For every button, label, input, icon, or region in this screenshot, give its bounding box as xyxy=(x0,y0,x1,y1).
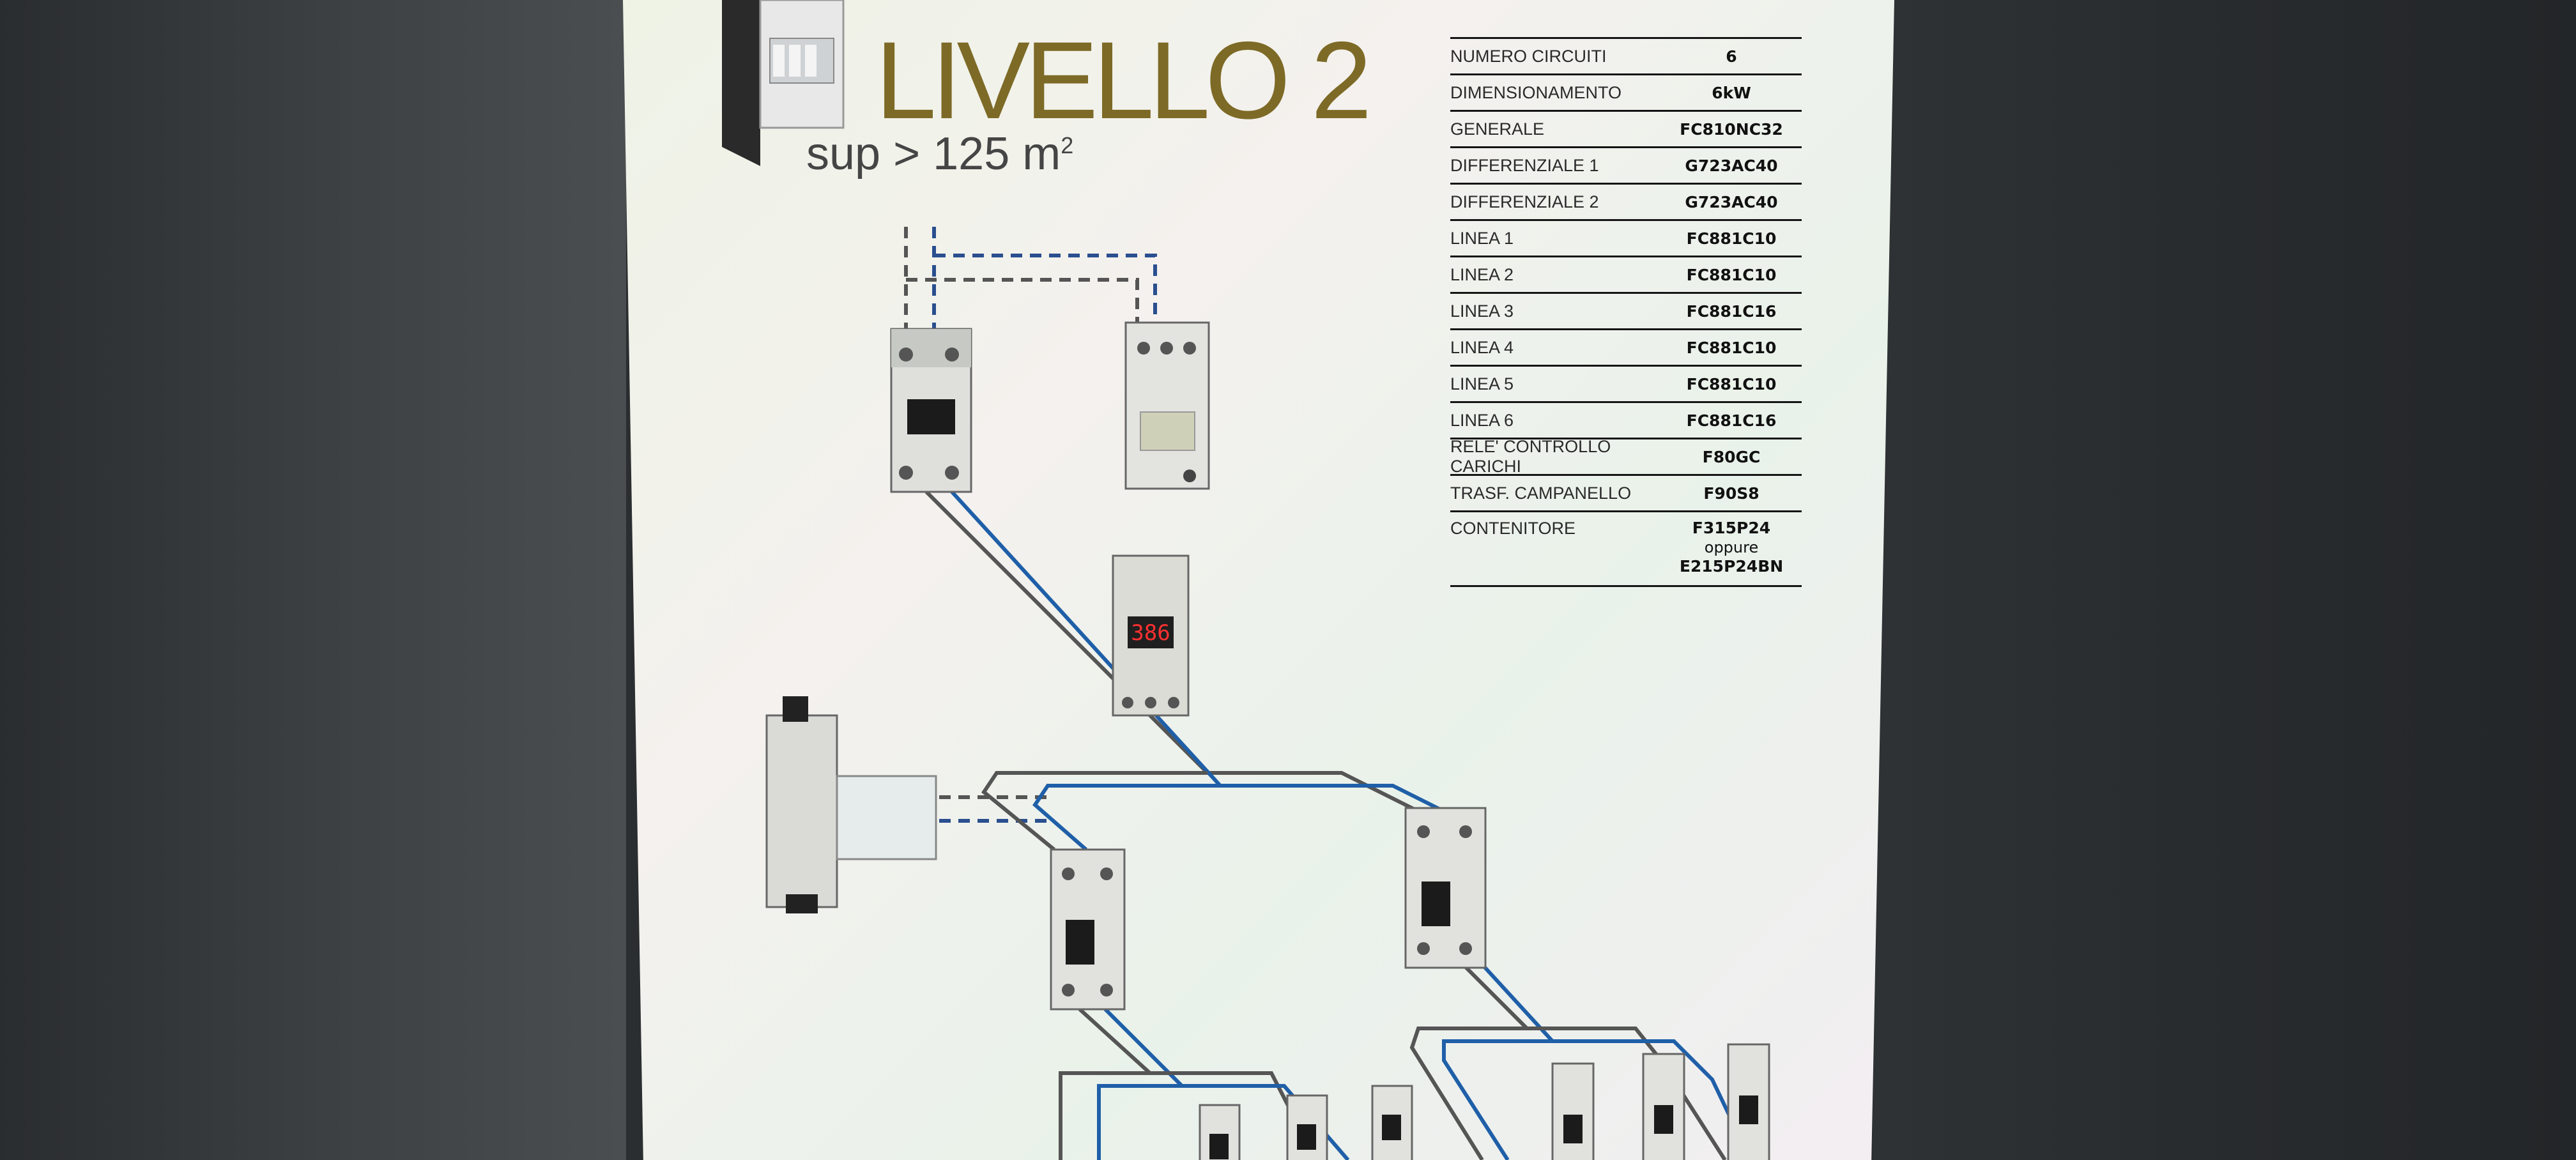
spec-label: RELE' CONTROLLO CARICHI xyxy=(1450,437,1611,476)
spec-row: GENERALE FC810NC32 xyxy=(1450,110,1802,146)
spec-label: LINEA 1 xyxy=(1450,228,1514,248)
spec-label: NUMERO CIRCUITI xyxy=(1450,46,1607,66)
container-alt-code: E215P24BN xyxy=(1679,557,1784,576)
spec-value: F315P24 oppure E215P24BN xyxy=(1661,519,1802,576)
container-code: F315P24 xyxy=(1692,519,1771,537)
spec-label: CONTENITORE xyxy=(1450,519,1576,538)
spec-label: LINEA 3 xyxy=(1450,301,1514,321)
spec-label: LINEA 4 xyxy=(1450,337,1514,357)
spec-value: FC881C10 xyxy=(1686,338,1777,357)
spec-label: DIFFERENZIALE 2 xyxy=(1450,192,1599,211)
spec-value: G723AC40 xyxy=(1685,156,1778,175)
spec-row: LINEA 2 FC881C10 xyxy=(1450,256,1802,292)
background-left xyxy=(0,0,626,1160)
spec-row: RELE' CONTROLLO CARICHI F80GC xyxy=(1450,437,1802,476)
spec-row: LINEA 1 FC881C10 xyxy=(1450,219,1802,256)
spec-row: LINEA 5 FC881C10 xyxy=(1450,365,1802,401)
spec-value: 6kW xyxy=(1712,83,1751,102)
spec-row: DIFFERENZIALE 1 G723AC40 xyxy=(1450,146,1802,183)
spec-row: NUMERO CIRCUITI 6 xyxy=(1450,37,1802,73)
spec-label: GENERALE xyxy=(1450,119,1545,139)
background-right xyxy=(1873,0,2576,1160)
spec-label: DIMENSIONAMENTO xyxy=(1450,82,1622,102)
spec-label: TRASF. CAMPANELLO xyxy=(1450,483,1632,503)
spec-value: FC881C16 xyxy=(1686,301,1777,321)
spec-value: FC810NC32 xyxy=(1680,119,1783,139)
spec-value: F90S8 xyxy=(1703,484,1759,503)
area-subtitle-text: sup > 125 m xyxy=(806,128,1061,179)
spec-row: DIFFERENZIALE 2 G723AC40 xyxy=(1450,183,1802,219)
spec-value: FC881C10 xyxy=(1686,229,1777,248)
spec-row: LINEA 4 FC881C10 xyxy=(1450,328,1802,365)
container-alt-word: oppure xyxy=(1704,538,1759,556)
spec-row: LINEA 3 FC881C16 xyxy=(1450,292,1802,328)
enclosure-image xyxy=(722,0,845,166)
area-subtitle: sup > 125 m2 xyxy=(806,131,1073,177)
spec-label: LINEA 2 xyxy=(1450,264,1514,284)
spec-label: LINEA 6 xyxy=(1450,410,1514,430)
spec-table: NUMERO CIRCUITI 6 DIMENSIONAMENTO 6kW GENE… xyxy=(1450,37,1802,587)
page-title: LIVELLO 2 xyxy=(875,19,1372,142)
spec-value: FC881C16 xyxy=(1686,411,1777,430)
spec-value: FC881C10 xyxy=(1686,374,1777,393)
spec-label: LINEA 5 xyxy=(1450,374,1514,393)
spec-label: DIFFERENZIALE 1 xyxy=(1450,155,1599,175)
area-exponent: 2 xyxy=(1061,132,1074,158)
spec-row-container: CONTENITORE F315P24 oppure E215P24BN xyxy=(1450,510,1802,587)
spec-value: 6 xyxy=(1726,47,1737,66)
spec-value: FC881C10 xyxy=(1686,265,1777,284)
spec-row: LINEA 6 FC881C16 xyxy=(1450,401,1802,438)
spec-value: F80GC xyxy=(1702,447,1761,466)
spec-value: G723AC40 xyxy=(1685,192,1778,211)
spec-row: TRASF. CAMPANELLO F90S8 xyxy=(1450,474,1802,510)
spec-row: DIMENSIONAMENTO 6kW xyxy=(1450,73,1802,110)
